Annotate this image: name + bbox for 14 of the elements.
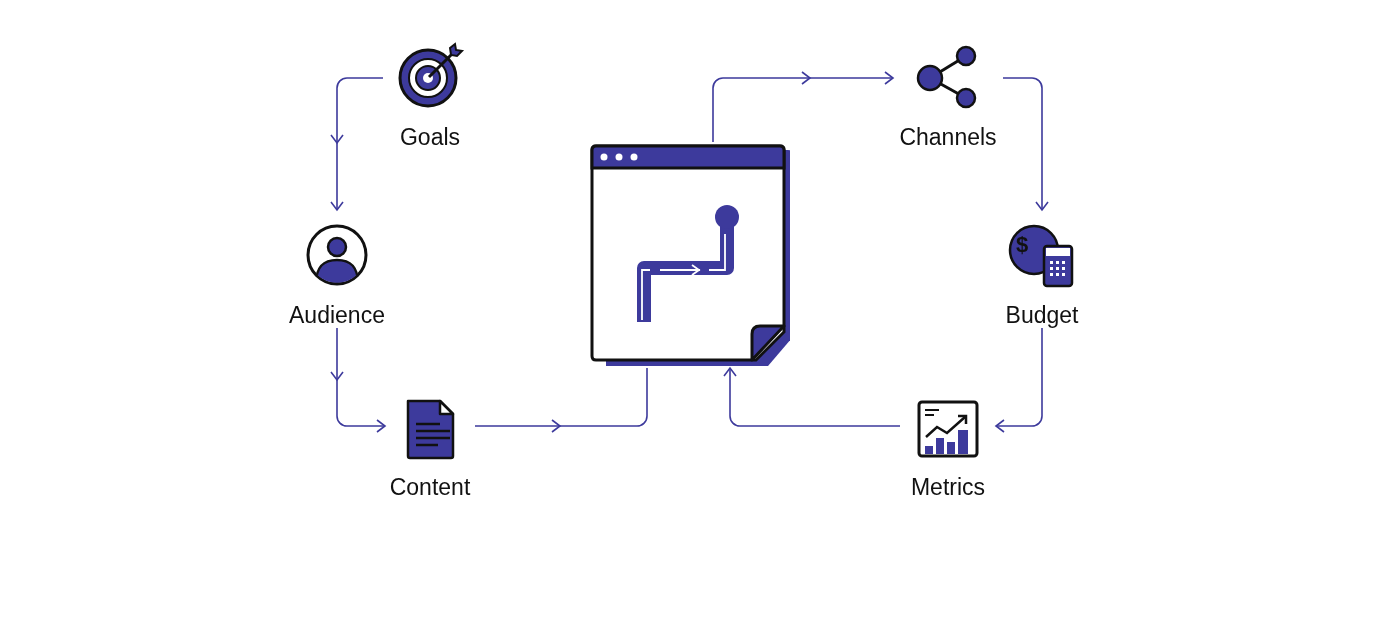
arrow: [995, 327, 1043, 433]
arrow: [723, 367, 901, 427]
arrow: [330, 77, 384, 211]
step-label: Audience: [288, 302, 386, 328]
browser-window-drawing: [590, 142, 790, 368]
step-label: Channels: [898, 124, 998, 150]
currency-symbol: $: [1016, 234, 1029, 256]
arrow: [1002, 77, 1049, 211]
step-label: Metrics: [909, 474, 987, 500]
step-label: Goals: [398, 124, 462, 150]
step-label: Budget: [1004, 302, 1080, 328]
arrow: [330, 327, 386, 433]
step-label: Content: [388, 474, 472, 500]
arrow: [712, 71, 894, 143]
